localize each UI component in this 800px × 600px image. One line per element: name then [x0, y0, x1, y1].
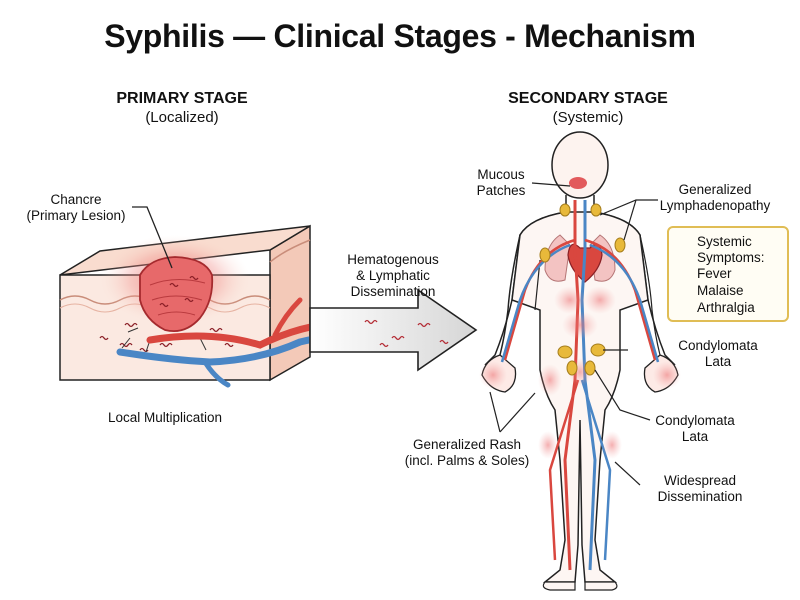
dissemination-line1: Hematogenous	[347, 252, 439, 267]
rash-leader-a	[499, 392, 536, 433]
human-body	[479, 131, 681, 591]
widespread-leader	[614, 461, 641, 486]
lymph-line1: Generalized	[678, 182, 752, 197]
chancre-label-line2: (Primary Lesion)	[26, 208, 126, 223]
generalized-rash-label: Generalized Rash (incl. Palms & Soles)	[392, 437, 542, 469]
mucous-leader	[531, 182, 571, 187]
mucous-patch-mark	[569, 177, 587, 189]
symptom-arthralgia: Arthralgia	[697, 300, 755, 315]
lymphadenopathy-label: Generalized Lymphadenopathy	[650, 182, 780, 214]
dissemination-label: Hematogenous & Lymphatic Dissemination	[338, 252, 448, 300]
widespread-dissemination-label: Widespread Dissemination	[640, 473, 760, 505]
lymph-leader-b	[623, 199, 637, 241]
secondary-stage-heading: SECONDARY STAGE	[508, 90, 668, 107]
primary-stage-subheading: (Localized)	[145, 109, 219, 126]
secondary-stage-subheading: (Systemic)	[552, 109, 624, 126]
rash-line2: (incl. Palms & Soles)	[404, 453, 530, 468]
widespread-line2: Dissemination	[657, 489, 743, 504]
rash-line1: Generalized Rash	[412, 437, 522, 452]
symptom-malaise: Malaise	[697, 283, 744, 298]
primary-stage-heading: PRIMARY STAGE	[116, 90, 248, 107]
condylomata1-line2: Lata	[704, 354, 732, 369]
chancre-lesion	[139, 256, 214, 333]
dissemination-line2: & Lymphatic	[356, 268, 430, 283]
widespread-line1: Widespread	[663, 473, 737, 488]
symptom-fever: Fever	[697, 266, 732, 281]
condylomata-label-2: Condylomata Lata	[645, 413, 745, 445]
condylomata2-line2: Lata	[681, 429, 709, 444]
mucous-patches-label: Mucous Patches	[470, 167, 532, 199]
skin-block	[59, 224, 360, 388]
local-multiplication-label: Local Multiplication	[107, 410, 223, 425]
rash-leader-b	[489, 391, 501, 433]
lymph-line2: Lymphadenopathy	[659, 198, 771, 213]
mucous-line1: Mucous	[477, 167, 525, 182]
chancre-label: Chancre (Primary Lesion)	[20, 192, 132, 224]
condylomata2-leader	[594, 369, 651, 421]
mucous-line2: Patches	[476, 183, 526, 198]
symptoms-heading-line2: Symptoms:	[697, 250, 765, 265]
dissemination-line3: Dissemination	[350, 284, 436, 299]
condylomata-label-1: Condylomata Lata	[668, 338, 768, 370]
dissemination-arrow	[309, 288, 478, 372]
systemic-symptoms-box: Systemic Symptoms: Fever Malaise Arthral…	[667, 226, 789, 322]
chancre-leader-line	[132, 206, 173, 269]
condylomata2-line1: Condylomata	[655, 413, 735, 428]
chancre-label-line1: Chancre	[50, 192, 102, 207]
condylomata1-line1: Condylomata	[678, 338, 758, 353]
symptoms-heading-line1: Systemic	[697, 234, 752, 249]
page-title: Syphilis — Clinical Stages - Mechanism	[104, 18, 696, 54]
